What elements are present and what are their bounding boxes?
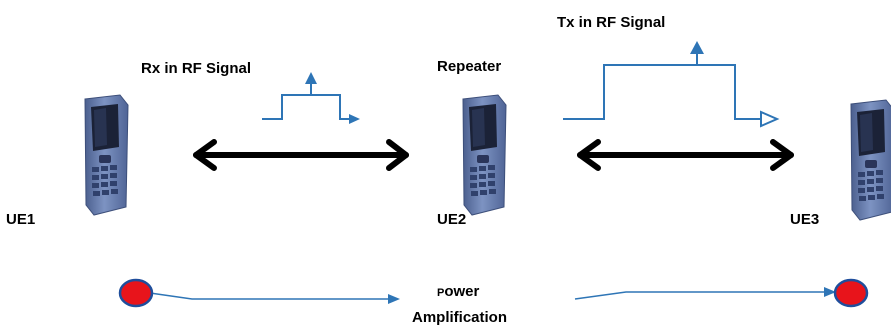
rx-signal-up-arrowhead [305,72,317,84]
ue1-label: UE1 [6,211,35,228]
ue2-label: UE2 [437,211,466,228]
repeater-label: Repeater [437,58,501,75]
rx-signal-right-arrowhead [349,114,360,124]
input-power-dot [118,278,154,308]
tx-signal-waveform [563,53,762,120]
link-arrow-ue2-ue3 [577,139,794,171]
power-label-rest: ower [444,283,479,300]
ue3-phone-icon [850,99,891,221]
amplification-label: Amplification [412,309,507,326]
power-label-first-letter: P [437,287,444,299]
power-input-line [149,292,400,304]
ue2-phone-icon [462,94,507,216]
tx-signal-right-arrowhead [760,110,780,128]
tx-signal-up-arrowhead [690,41,704,54]
output-power-dot [833,278,869,308]
rx-signal-label: Rx in RF Signal [141,60,251,77]
power-output-line [574,287,836,300]
tx-signal-label: Tx in RF Signal [557,14,665,31]
ue3-label: UE3 [790,211,819,228]
power-label: Power [437,283,480,300]
link-arrow-ue1-ue2 [193,139,409,171]
ue1-phone-icon [84,94,129,216]
rx-signal-waveform [262,83,352,120]
